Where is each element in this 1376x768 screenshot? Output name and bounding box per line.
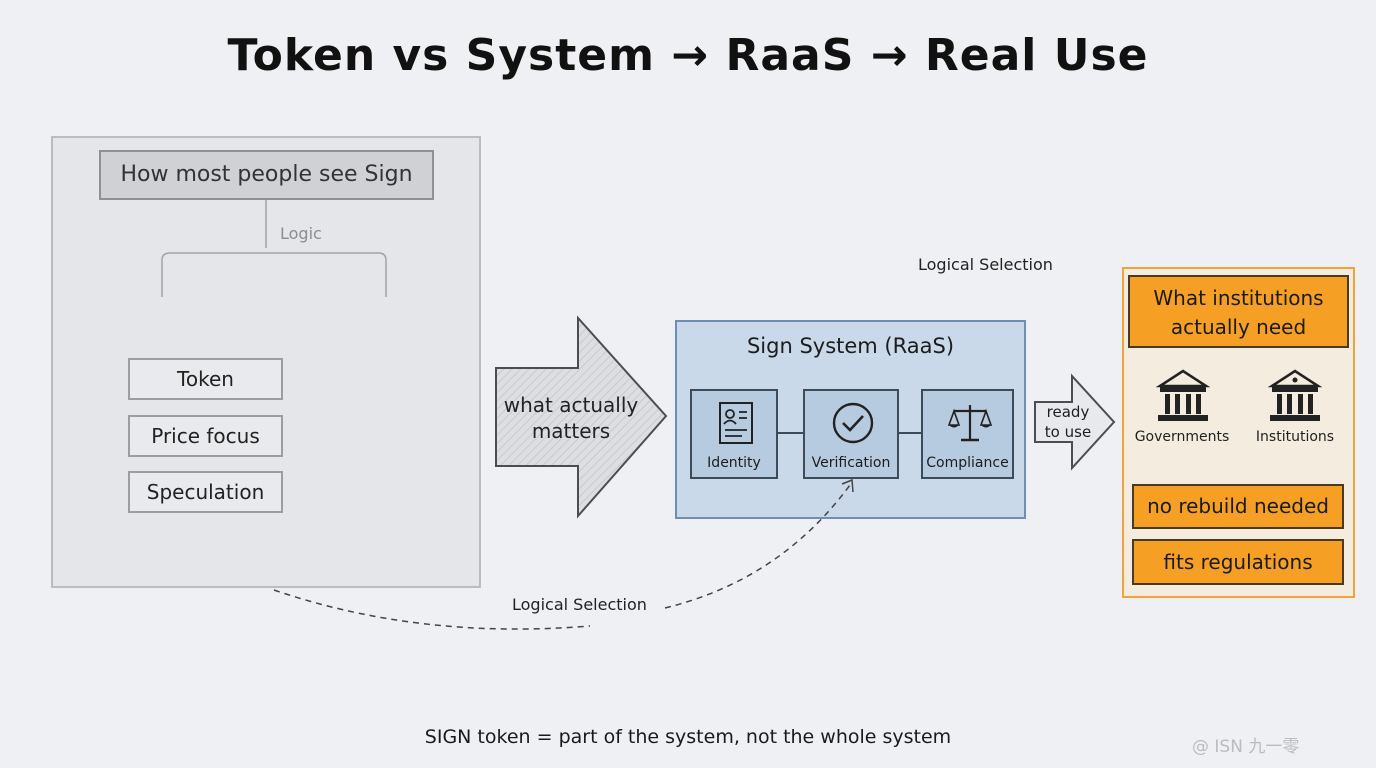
- ready-arrow-label: ready to use: [1036, 402, 1100, 442]
- component-connectors: [778, 432, 923, 434]
- scales-icon: [947, 405, 993, 442]
- speculation-box: Speculation: [128, 471, 283, 513]
- no-rebuild-box: no rebuild needed: [1132, 484, 1344, 529]
- governments-label: Governments: [1134, 429, 1230, 445]
- verification-component: Verification: [803, 389, 899, 479]
- needs-heading-line2: actually need: [1170, 315, 1307, 339]
- fits-regulations-box: fits regulations: [1132, 539, 1344, 585]
- perception-heading: How most people see Sign: [99, 150, 434, 200]
- footer-caption: SIGN token = part of the system, not the…: [424, 726, 952, 748]
- compliance-label: Compliance: [926, 455, 1009, 471]
- identity-component: Identity: [690, 389, 778, 479]
- logical-selection-bottom: Logical Selection: [512, 595, 647, 614]
- arrow-label-line2: matters: [531, 419, 611, 443]
- sign-system-title: Sign System (RaaS): [746, 334, 955, 358]
- institutions-label: Institutions: [1255, 429, 1335, 445]
- logic-bracket: [161, 200, 387, 297]
- arrow-label: what actually matters: [497, 392, 645, 444]
- arrow-label-line1: what actually: [503, 393, 639, 417]
- token-box: Token: [128, 358, 283, 400]
- ready-arrow-line1: ready: [1046, 403, 1090, 421]
- government-building-icon: [1156, 369, 1210, 421]
- identity-label: Identity: [707, 455, 761, 471]
- needs-heading: What institutions actually need: [1128, 275, 1349, 348]
- needs-heading-line1: What institutions: [1153, 286, 1324, 310]
- compliance-component: Compliance: [921, 389, 1014, 479]
- ready-arrow-line2: to use: [1044, 423, 1092, 441]
- checkmark-circle-icon: [832, 402, 874, 444]
- diagram-title: Token vs System → RaaS → Real Use: [227, 30, 1149, 81]
- watermark: @ ISN 九一零: [1192, 737, 1300, 757]
- big-arrow: [495, 315, 668, 519]
- logical-selection-top: Logical Selection: [918, 255, 1053, 274]
- ready-arrow: [1034, 373, 1116, 471]
- logical-selection-path: [273, 478, 854, 630]
- logic-label: Logic: [280, 224, 322, 243]
- price-focus-box: Price focus: [128, 415, 283, 457]
- verification-label: Verification: [811, 455, 891, 471]
- identity-document-icon: [719, 402, 753, 444]
- institution-building-icon: [1268, 369, 1322, 421]
